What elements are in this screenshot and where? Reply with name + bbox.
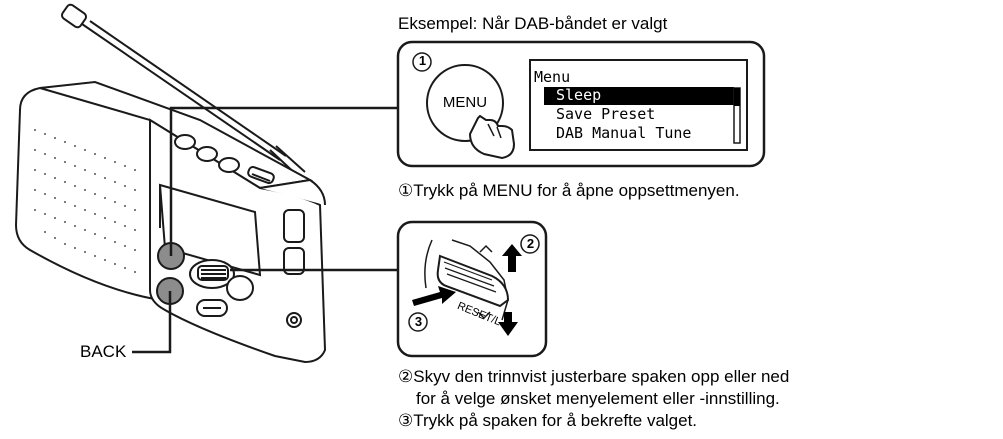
step-number-1: 1: [418, 53, 427, 68]
lcd-item-sleep: Sleep: [556, 86, 602, 104]
menu-button-label: MENU: [442, 94, 488, 111]
example-caption: Eksempel: Når DAB-båndet er valgt: [398, 14, 668, 33]
lcd-title: Menu: [534, 68, 571, 86]
side-controls: [283, 209, 305, 328]
step-number-3: 3: [414, 314, 423, 329]
instruction-step-1: ①Trykk på MENU for å åpne oppsettmenyen.: [398, 181, 740, 200]
menu-panel: [396, 40, 766, 168]
lcd-item-save-preset: Save Preset: [556, 105, 656, 123]
back-label: BACK: [80, 342, 127, 361]
instruction-step-3: ③Trykk på spaken for å bekrefte valget.: [398, 411, 698, 430]
leader-lines: [132, 106, 398, 354]
instruction-step-2-line-2: for å velge ønsket menyelement eller -in…: [416, 389, 780, 408]
step-number-2: 2: [526, 236, 535, 251]
lever-panel: [396, 220, 548, 358]
menu-highlight-bar: [544, 87, 734, 105]
speaker-grille: [34, 129, 136, 273]
lcd-item-dab-manual-tune: DAB Manual Tune: [556, 124, 692, 142]
display-window: [158, 183, 262, 277]
instruction-step-2-line-1: ②Skyv den trinnvist justerbare spaken op…: [398, 367, 790, 386]
preset-buttons: [174, 134, 275, 185]
radio-body: [14, 80, 327, 364]
